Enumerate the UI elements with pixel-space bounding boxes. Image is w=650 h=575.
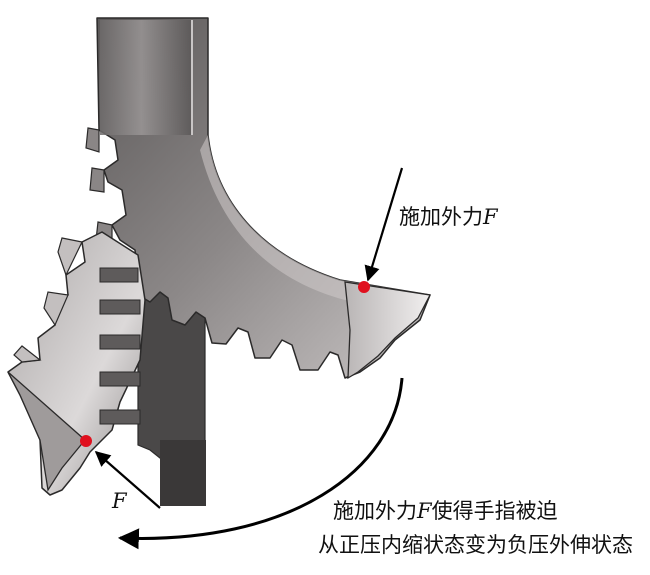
- bar-face: [100, 20, 192, 135]
- force-point-top: [358, 281, 370, 293]
- left-teeth: [85, 127, 113, 245]
- force-arrow-top: [364, 167, 404, 282]
- force-arrow-bottom: [94, 450, 161, 509]
- upper-tip: [344, 281, 431, 380]
- caption-line-2: 从正压内缩状态变为负压外伸状态: [318, 533, 633, 557]
- force-top-label: 施加外力F: [399, 205, 499, 229]
- arc-rim: [200, 135, 430, 305]
- back-plate-lower: [160, 440, 206, 506]
- force-point-bottom: [80, 435, 92, 447]
- lower-teeth: [13, 237, 83, 363]
- rotation-arrow: [117, 377, 404, 550]
- force-bottom-label: F: [111, 489, 128, 513]
- caption-line-1: 施加外力F使得手指被迫: [333, 499, 558, 523]
- center-teeth: [99, 267, 141, 425]
